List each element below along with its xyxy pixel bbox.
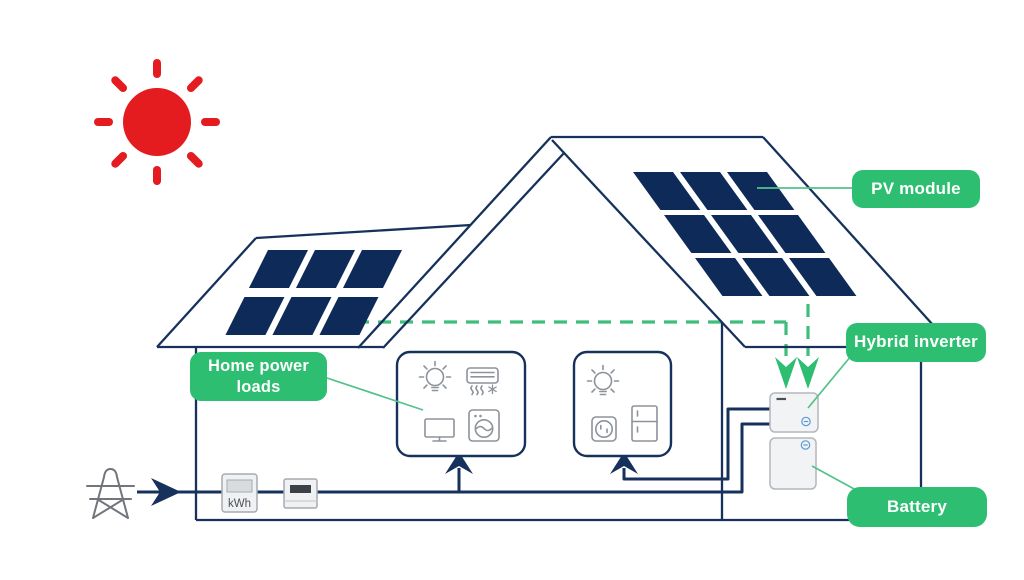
pv-array-right <box>633 172 857 296</box>
battery-unit <box>769 437 817 490</box>
green-down-arrow-icon <box>797 357 819 389</box>
smart-meter <box>283 478 318 509</box>
electrical-wiring <box>137 407 772 494</box>
label-home-power-loads-line1: Home power <box>207 357 310 376</box>
tv-monitor-icon <box>424 418 455 442</box>
grid-bus-wire <box>137 422 772 494</box>
home-loads-box-living <box>395 350 527 458</box>
kwh-meter-label: kWh <box>228 498 251 510</box>
navy-up-arrow-icon <box>445 452 473 474</box>
green-down-arrow-icon <box>775 357 797 389</box>
label-connector-lines <box>326 187 857 491</box>
inverter-load-wire <box>622 407 772 481</box>
label-hybrid-inverter-text: Hybrid inverter <box>854 332 978 352</box>
navy-right-arrow-icon <box>151 478 181 506</box>
label-pv-module-text: PV module <box>871 178 961 198</box>
hybrid-inverter-unit <box>769 392 819 433</box>
home-loads-box-kitchen <box>572 350 673 458</box>
label-hybrid-inverter: Hybrid inverter <box>846 323 986 362</box>
sun-icon <box>94 59 220 185</box>
transmission-tower-icon <box>86 467 135 519</box>
lightbulb-icon <box>586 364 620 396</box>
power-outlet-icon <box>591 416 617 442</box>
label-home-power-loads-line2: loads <box>236 377 281 396</box>
label-battery-text: Battery <box>887 496 947 516</box>
washing-machine-icon <box>468 409 500 442</box>
pv-flow-dashed-lines <box>356 304 810 356</box>
navy-up-arrow-icon <box>610 452 638 474</box>
label-pv-module: PV module <box>852 170 980 208</box>
label-battery: Battery <box>847 487 987 527</box>
lightbulb-icon <box>418 360 452 392</box>
refrigerator-icon <box>631 405 658 442</box>
label-home-power-loads: Home power loads <box>190 352 327 401</box>
air-conditioner-icon <box>466 367 499 396</box>
kwh-meter: kWh <box>221 473 258 513</box>
wire-arrowheads <box>151 452 638 506</box>
pv-array-left <box>225 250 402 335</box>
pv-flow-down-arrows <box>775 357 819 389</box>
